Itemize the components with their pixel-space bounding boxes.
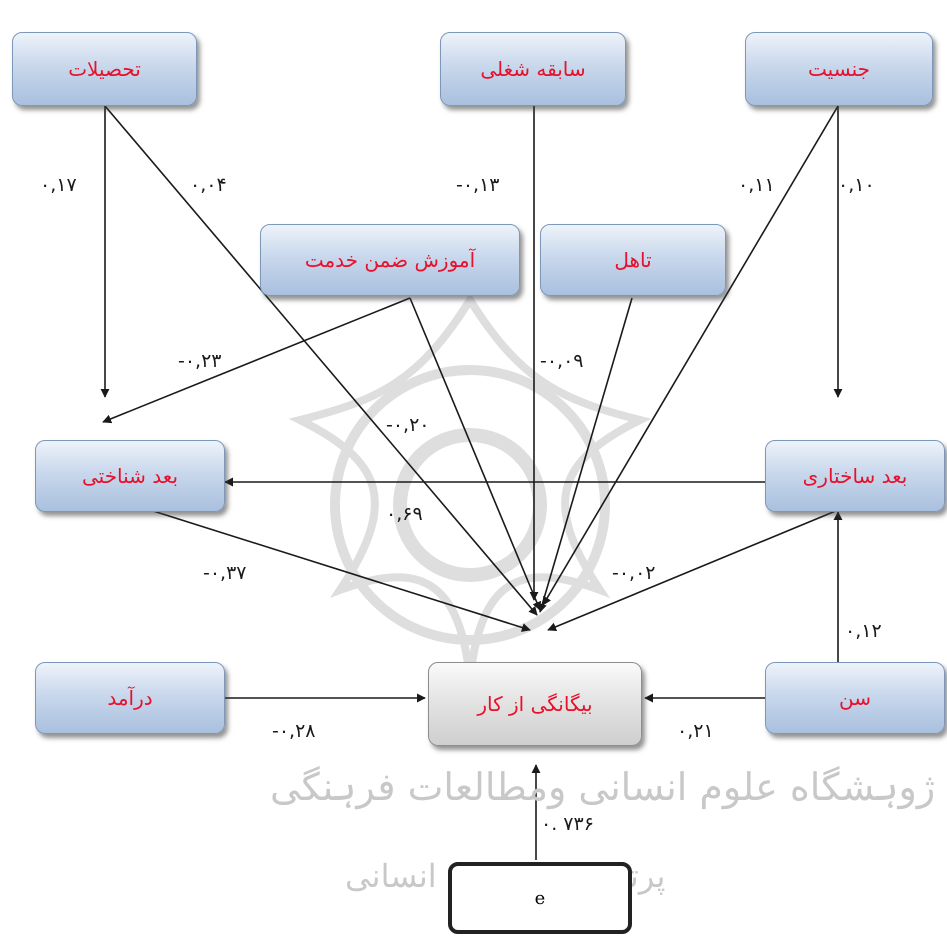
arrow-training-alienation [409,297,542,611]
arrow-gender-alienation [542,105,839,606]
coef-structural-alienation: -۰,۰۲ [612,562,656,584]
coef-age-alienation: ۰,۲۱ [677,720,714,742]
node-error-term: e [448,862,632,934]
node-age: سن [765,662,945,734]
coef-training-cognitive: -۰,۲۳ [178,350,222,372]
arrow-cognitive-alienation [149,509,531,632]
arrow-marital-alienation [537,297,633,613]
node-work-experience: سابقه شغلی [440,32,626,106]
coef-training-alienation: -۰,۲۰ [386,414,430,436]
coef-marital-alienation: -۰,۰۹ [540,350,584,372]
node-in-service-training: آموزش ضمن خدمت [260,224,520,296]
node-structural-dimension: بعد ساختاری [765,440,945,512]
node-marital-status: تاهل [540,224,726,296]
arrow-structural-alienation [547,509,839,632]
watermark-line-1: ژوہشگاه علوم انسانی ومطالعات فرہنگی [270,765,936,809]
coef-gender-alienation: ۰,۱۱ [738,174,775,196]
node-work-alienation: بیگانگی از کار [428,662,642,746]
node-income: درآمد [35,662,225,734]
arrow-education-alienation [104,105,538,616]
node-gender: جنسیت [745,32,933,106]
coef-experience-alienation: -۰,۱۳ [456,174,500,196]
arrow-training-cognitive [102,297,411,424]
watermark-emblem [288,292,652,681]
coef-income-alienation: -۰,۲۸ [272,720,316,742]
coef-structural-cognitive: ۰,۶۹ [386,503,423,525]
coef-cognitive-alienation: -۰,۳۷ [203,562,247,584]
coef-education-alienation: ۰,۰۴ [190,174,227,196]
node-education: تحصیلات [12,32,197,106]
coef-education-cognitive: ۰,۱۷ [40,174,77,196]
coef-age-structural: ۰,۱۲ [845,620,882,642]
node-cognitive-dimension: بعد شناختی [35,440,225,512]
coef-error-alienation: ۰. ۷۳۶ [541,813,594,835]
coef-gender-structural: ۰,۱۰ [838,174,875,196]
